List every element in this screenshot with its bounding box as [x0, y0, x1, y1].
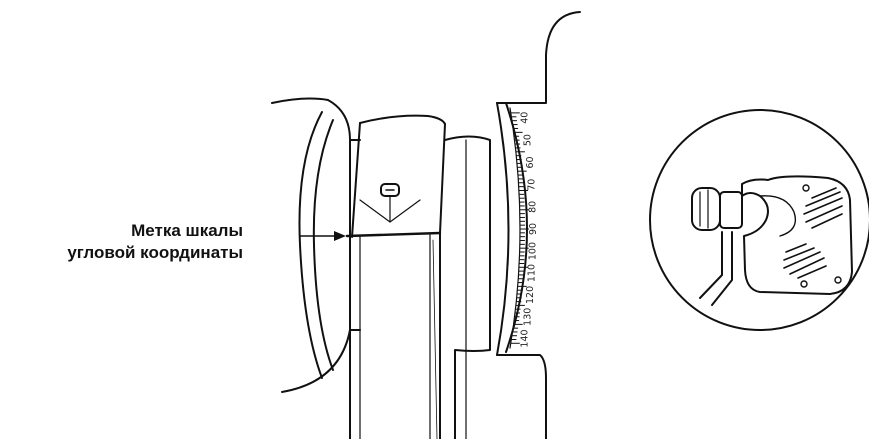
dial-label: 140 [520, 329, 531, 347]
dial-outer-edge [496, 102, 510, 356]
dial-label: 60 [525, 156, 536, 168]
inset-circle [649, 109, 869, 331]
dial-label: 110 [527, 264, 538, 282]
dial-labels: 40 50 60 70 80 90 100 110 120 130 140 [520, 112, 539, 348]
dial-label: 130 [523, 308, 534, 326]
shaft-groove [432, 239, 438, 440]
index-collar-top [359, 114, 446, 125]
inset-body-notch [759, 195, 797, 237]
inset-body [741, 175, 853, 295]
left-housing [271, 97, 351, 393]
right-collar-body [444, 135, 491, 440]
dial-label: 70 [527, 179, 538, 191]
dial-label: 80 [528, 201, 539, 213]
inset-vent-slots [783, 187, 843, 279]
inset-bracket [699, 231, 733, 306]
dec-housing-lower [496, 354, 547, 440]
inset-knob-collar [719, 191, 743, 229]
inset-screws [800, 184, 842, 288]
inset-knob [691, 187, 721, 231]
index-mark-label-line-2: угловой координаты [67, 243, 243, 262]
dial-label: 50 [523, 134, 534, 146]
dec-housing [496, 11, 581, 104]
index-mark-label-line-1: Метка шкалы [131, 221, 243, 240]
pointer-arrow [300, 231, 346, 241]
index-mark-line [345, 231, 442, 238]
left-housing-inner-ring-2 [312, 119, 334, 371]
dial-label: 120 [525, 286, 536, 304]
dial-ticks [510, 112, 529, 344]
dial-label: 90 [528, 223, 539, 235]
dial-label: 100 [528, 242, 539, 260]
index-collar-right-edge [439, 123, 446, 234]
dial-label: 40 [520, 112, 531, 124]
left-housing-inner-ring [298, 111, 323, 379]
index-collar-left-edge [351, 122, 361, 238]
